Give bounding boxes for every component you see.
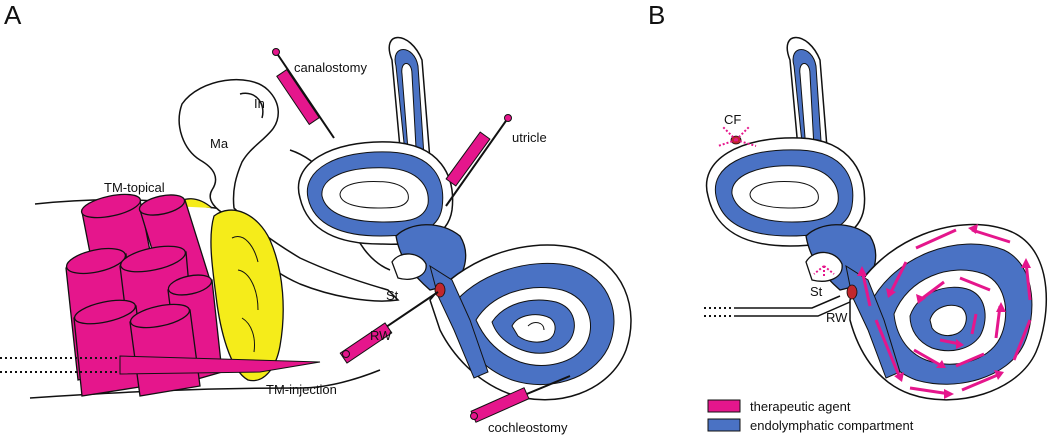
label-round-window-a: RW bbox=[370, 328, 392, 343]
lateral-canal-hole-a bbox=[339, 181, 409, 209]
legend-label-agent: therapeutic agent bbox=[750, 399, 851, 414]
agent-arrow-4 bbox=[961, 372, 1001, 392]
label-tm-injection: TM-injection bbox=[266, 382, 337, 397]
lateral-canal-hole-b bbox=[749, 181, 819, 209]
agent-arrow-9 bbox=[888, 261, 908, 295]
label-utricle: utricle bbox=[512, 130, 547, 145]
utricle-syringe bbox=[445, 114, 512, 207]
cf-diffusion-arrows bbox=[717, 125, 757, 147]
superior-canal-inner-a bbox=[401, 63, 417, 151]
agent-arrow-16 bbox=[970, 313, 978, 335]
agent-arrow-14 bbox=[919, 280, 945, 302]
cochlea-agent-arrows bbox=[860, 228, 1032, 396]
stapes-a bbox=[391, 253, 427, 280]
agent-arrow-10 bbox=[913, 348, 943, 368]
legend: therapeutic agent endolymphatic compartm… bbox=[707, 399, 914, 433]
legend-label-endolymph: endolymphatic compartment bbox=[750, 418, 914, 433]
label-malleus: Ma bbox=[210, 136, 229, 151]
agent-arrow-7 bbox=[971, 228, 1011, 244]
agent-arrow-2 bbox=[874, 319, 902, 379]
label-stapes-b: St bbox=[810, 284, 823, 299]
stapes-diffusion-arrows bbox=[813, 265, 835, 278]
tm-injection-needle bbox=[119, 355, 321, 375]
cochlea-apex-inner-a bbox=[527, 322, 545, 331]
label-canalostomy: canalostomy bbox=[294, 60, 367, 75]
round-window-a bbox=[434, 282, 446, 298]
legend-swatch-agent bbox=[707, 399, 741, 413]
agent-arrow-11 bbox=[955, 352, 985, 368]
superior-canal-inner-b bbox=[799, 63, 815, 151]
membrane-fold-3 bbox=[241, 317, 255, 353]
ear-canal-line-b bbox=[734, 295, 851, 317]
canalostomy-syringe bbox=[272, 48, 335, 139]
label-tm-topical: TM-topical bbox=[104, 180, 165, 195]
rw-syringe bbox=[339, 291, 439, 364]
cochlea-apex-a bbox=[511, 314, 556, 343]
panel-a: Ma In St TM-topical TM-injection canalos… bbox=[0, 36, 632, 435]
label-cochleostomy: cochleostomy bbox=[488, 420, 568, 435]
membrane-fold-1 bbox=[231, 236, 259, 263]
cochlea-agent-arrowheads bbox=[857, 224, 1031, 399]
label-round-window-b: RW bbox=[826, 310, 848, 325]
label-incus: In bbox=[254, 96, 265, 111]
tm-topical-agent bbox=[65, 193, 223, 397]
panel-letter-b: B bbox=[648, 0, 665, 30]
agent-arrow-6 bbox=[1024, 261, 1032, 301]
tympanic-membrane bbox=[210, 209, 284, 382]
agent-arrow-3 bbox=[909, 386, 951, 396]
label-cf: CF bbox=[724, 112, 741, 127]
agent-arrow-8 bbox=[915, 228, 957, 250]
panel-b: CF St RW therapeutic agent endolymphatic… bbox=[704, 36, 1047, 433]
round-window-b bbox=[846, 284, 858, 300]
inner-ear-a bbox=[297, 36, 632, 401]
agent-arrow-5 bbox=[1012, 319, 1032, 361]
membrane-fold-2 bbox=[237, 269, 259, 311]
cochleostomy-syringe bbox=[470, 375, 571, 423]
basal-duct-b bbox=[845, 264, 901, 379]
malleus-incus-shape bbox=[178, 78, 400, 302]
panel-letter-a: A bbox=[4, 0, 22, 30]
agent-arrow-13 bbox=[959, 276, 991, 292]
legend-swatch-endolymph bbox=[707, 418, 741, 432]
label-stapes-a: St bbox=[386, 288, 399, 303]
cochlea-apex-b bbox=[929, 304, 967, 337]
incus-process bbox=[239, 92, 264, 119]
